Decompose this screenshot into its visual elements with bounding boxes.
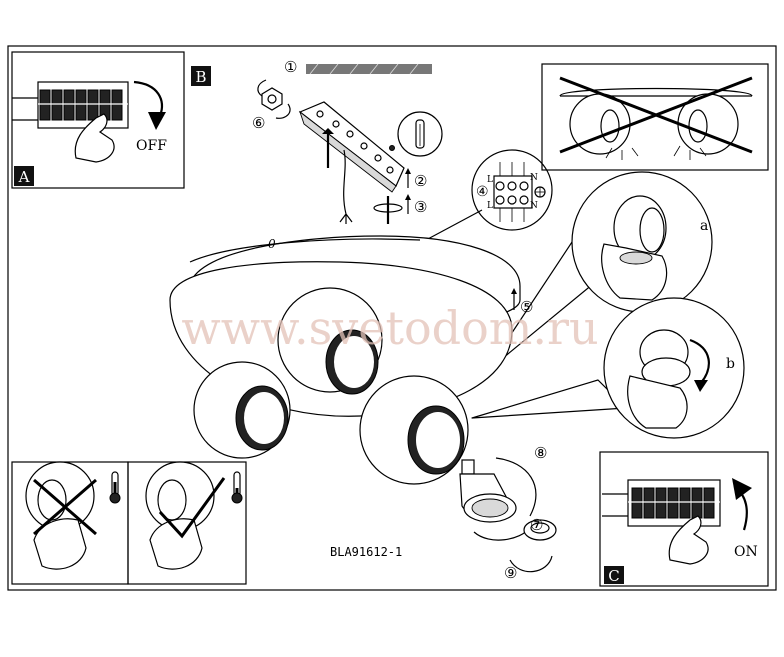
panel-b-letter: B	[195, 68, 206, 86]
step-5-label: ⑤	[520, 298, 533, 316]
retaining-ring	[523, 519, 557, 541]
screw-head-icon	[389, 145, 395, 151]
spot-head	[193, 361, 291, 459]
arrow-up-icon	[405, 168, 411, 188]
panel-b: B	[191, 58, 443, 224]
arrow-up-icon	[511, 288, 517, 310]
breaker-row-off	[12, 81, 129, 129]
bulb-handling-panels	[11, 461, 247, 585]
hand-icon	[74, 113, 115, 163]
screw-icon	[373, 196, 403, 224]
terminal-l-top: L	[487, 175, 493, 185]
cross-mark-icon	[33, 478, 97, 536]
hand-icon	[627, 375, 688, 429]
bracket-slot-mark: 0	[268, 237, 276, 251]
callout-b-letter: b	[726, 356, 735, 372]
rotate-arrow-icon	[275, 103, 291, 119]
step-4-label: ④	[476, 184, 489, 200]
step-8-label: ⑧	[534, 444, 547, 462]
rotate-arrow-icon	[473, 527, 531, 541]
panel-b-tag	[191, 66, 211, 86]
rotate-arrow-icon	[509, 555, 553, 573]
terminal-n-top: N	[530, 173, 538, 183]
step-7-label: ⑦	[530, 516, 543, 534]
incorrect-installation-panel	[541, 63, 769, 171]
callout-b: b	[471, 297, 745, 439]
thermometer-icon	[109, 471, 121, 504]
ground-icon	[534, 186, 546, 198]
step-2-label: ②	[414, 172, 427, 190]
wall-plug-icon	[397, 111, 443, 157]
terminal-l-bottom: L	[487, 201, 493, 211]
hand-icon	[668, 515, 709, 565]
screw-icon	[322, 128, 334, 168]
rotate-arrow-icon	[495, 457, 537, 517]
arrow-down-icon	[694, 380, 708, 392]
bulb-assembly: ⑧ ⑦ ⑨	[459, 444, 557, 582]
outer-frame	[7, 45, 777, 591]
mounting-bracket	[298, 101, 405, 193]
check-mark-icon	[158, 477, 226, 539]
spot-head	[277, 287, 383, 395]
thermometer-icon	[231, 471, 243, 504]
step-3-label: ③	[414, 198, 427, 216]
spot-head	[359, 375, 469, 485]
step-6-label: ⑥	[252, 114, 265, 132]
rotate-arrow-icon	[689, 338, 710, 385]
switch-off-label: OFF	[136, 138, 167, 154]
supply-cable	[339, 149, 353, 224]
panel-c-letter: C	[608, 567, 619, 585]
cross-mark-icon	[559, 76, 753, 154]
panel-c: ON C	[599, 451, 769, 587]
arrow-down-icon	[148, 112, 166, 130]
breaker-row-on	[602, 479, 721, 527]
watermark: www.svetodom.ru	[181, 301, 598, 355]
ceiling-hatch	[306, 64, 432, 74]
arrow-up-icon	[405, 194, 411, 214]
model-code: BLA91612-1	[330, 545, 402, 559]
nut-icon	[261, 87, 283, 111]
panel-a-tag	[14, 166, 34, 186]
step-9-label: ⑨	[504, 564, 517, 582]
switch-on-label: ON	[734, 544, 758, 560]
arrow-up-icon	[732, 478, 752, 500]
step-1-label: ①	[284, 58, 297, 76]
ceiling-fixture: 0 ⑤	[169, 235, 533, 485]
terminal-n-bottom: N	[530, 201, 538, 211]
rotate-arrow-icon	[133, 80, 163, 117]
hand-icon	[149, 518, 203, 570]
panel-a: OFF A	[11, 51, 185, 189]
panel-c-tag	[604, 566, 624, 584]
panel-a-letter: A	[18, 168, 30, 186]
rotate-arrow-icon	[257, 79, 267, 97]
terminal-block-callout: ④ L N L N	[425, 149, 553, 241]
callout-a-letter: a	[700, 218, 708, 234]
